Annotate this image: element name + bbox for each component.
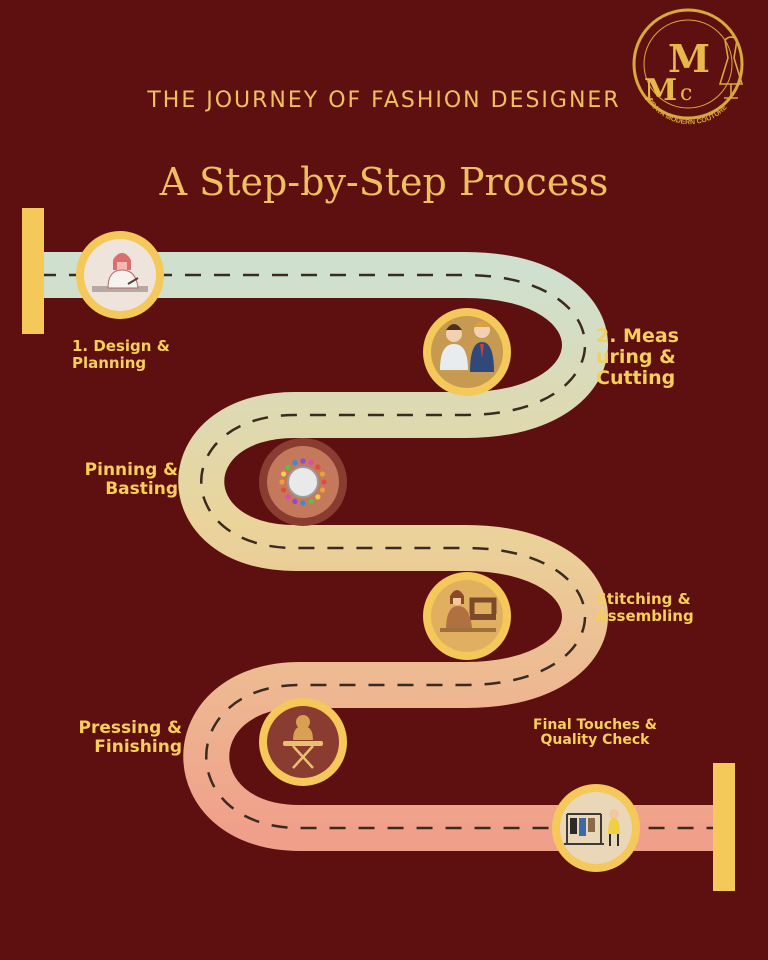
step-4-marker (423, 572, 511, 660)
page-subtitle: A Step-by-Step Process (159, 160, 609, 204)
logo-letter-c: c (680, 81, 692, 106)
pin-head (315, 464, 321, 470)
step-1-marker (76, 231, 164, 319)
step-5-marker (259, 698, 347, 786)
pin-head (321, 479, 327, 485)
step-5-label: Pressing & Finishing (78, 718, 182, 757)
step-2-marker (423, 308, 511, 396)
step-6-marker (552, 784, 640, 872)
pins (279, 458, 327, 506)
brand-logo: M M c MIRAYA MODERN COUTURE (632, 8, 744, 126)
pin-head (292, 498, 298, 505)
pin-head (319, 487, 326, 493)
pin-head (285, 464, 291, 470)
clothing-rack-icon (564, 809, 620, 846)
road-center-line (40, 273, 728, 830)
pin-head (300, 458, 306, 464)
step-6-label: Final Touches & Quality Check (533, 717, 657, 749)
end-post (713, 763, 735, 891)
pin-head (280, 471, 287, 477)
step-3-marker (259, 438, 347, 526)
pin-head (319, 471, 326, 477)
dress-form-icon (718, 36, 744, 99)
pin-head (280, 487, 287, 493)
step-2-label: 2. Measuring & Cutting (596, 325, 679, 389)
step-3-label: Pinning & Basting (84, 460, 178, 499)
pin-head (308, 498, 314, 505)
pin-head (308, 459, 314, 466)
pincushion-icon (279, 458, 327, 506)
pin-head (315, 494, 321, 500)
step-4-label: Stitching & Assembling (596, 590, 694, 625)
ironing-board-icon (283, 715, 323, 769)
pin-head (285, 494, 291, 500)
step-1-label: 1. Design & Planning (72, 337, 170, 372)
start-post (22, 208, 44, 334)
tailor-measuring-icon (440, 321, 494, 372)
pin-head (300, 500, 306, 506)
road (40, 252, 728, 851)
pin-head (279, 479, 285, 485)
logo-letter-m2: M (644, 73, 677, 108)
page-title: THE JOURNEY OF FASHION DESIGNER (147, 88, 621, 113)
logo-letter-m1: M (668, 36, 710, 81)
pin-head (292, 459, 298, 466)
designer-sketching-icon (92, 253, 148, 292)
sewing-machine-icon (440, 590, 497, 632)
